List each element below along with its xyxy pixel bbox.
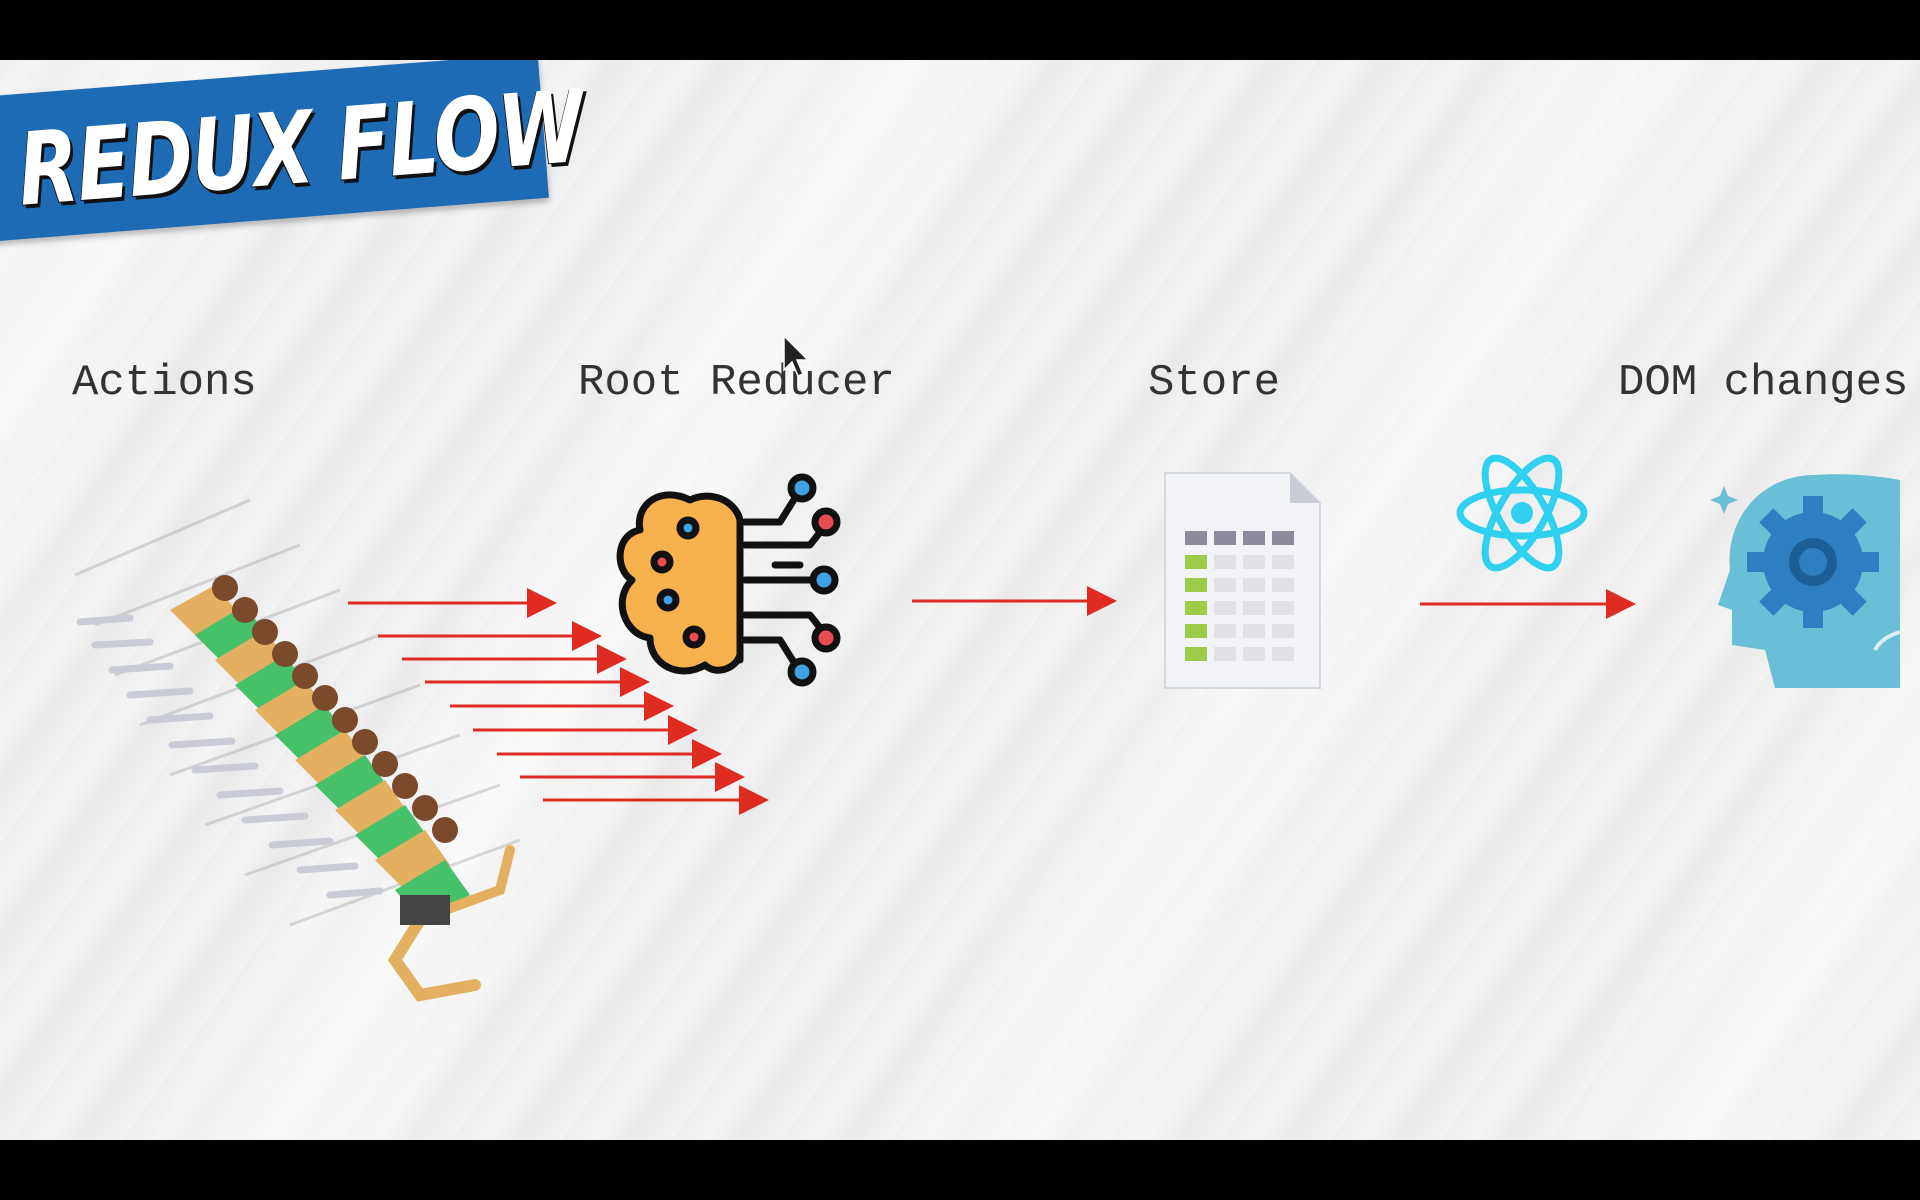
brain-circuit-icon [616,473,841,687]
spreadsheet-document-icon [1164,472,1321,689]
running-people-icon [74,498,521,1002]
action-arrows [348,588,769,815]
react-atom-icon [1456,454,1588,572]
label-dom-changes: DOM changes [1618,358,1909,408]
label-store: Store [1148,358,1281,408]
label-root-reducer: Root Reducer [578,358,895,408]
head-gear-icon [1710,474,1901,688]
mouse-cursor-icon [783,334,810,377]
label-actions: Actions [72,358,257,408]
flow-diagram [74,334,1901,1002]
slide: REDUX FLOW Actions Root Reducer Store DO… [0,60,1920,1140]
